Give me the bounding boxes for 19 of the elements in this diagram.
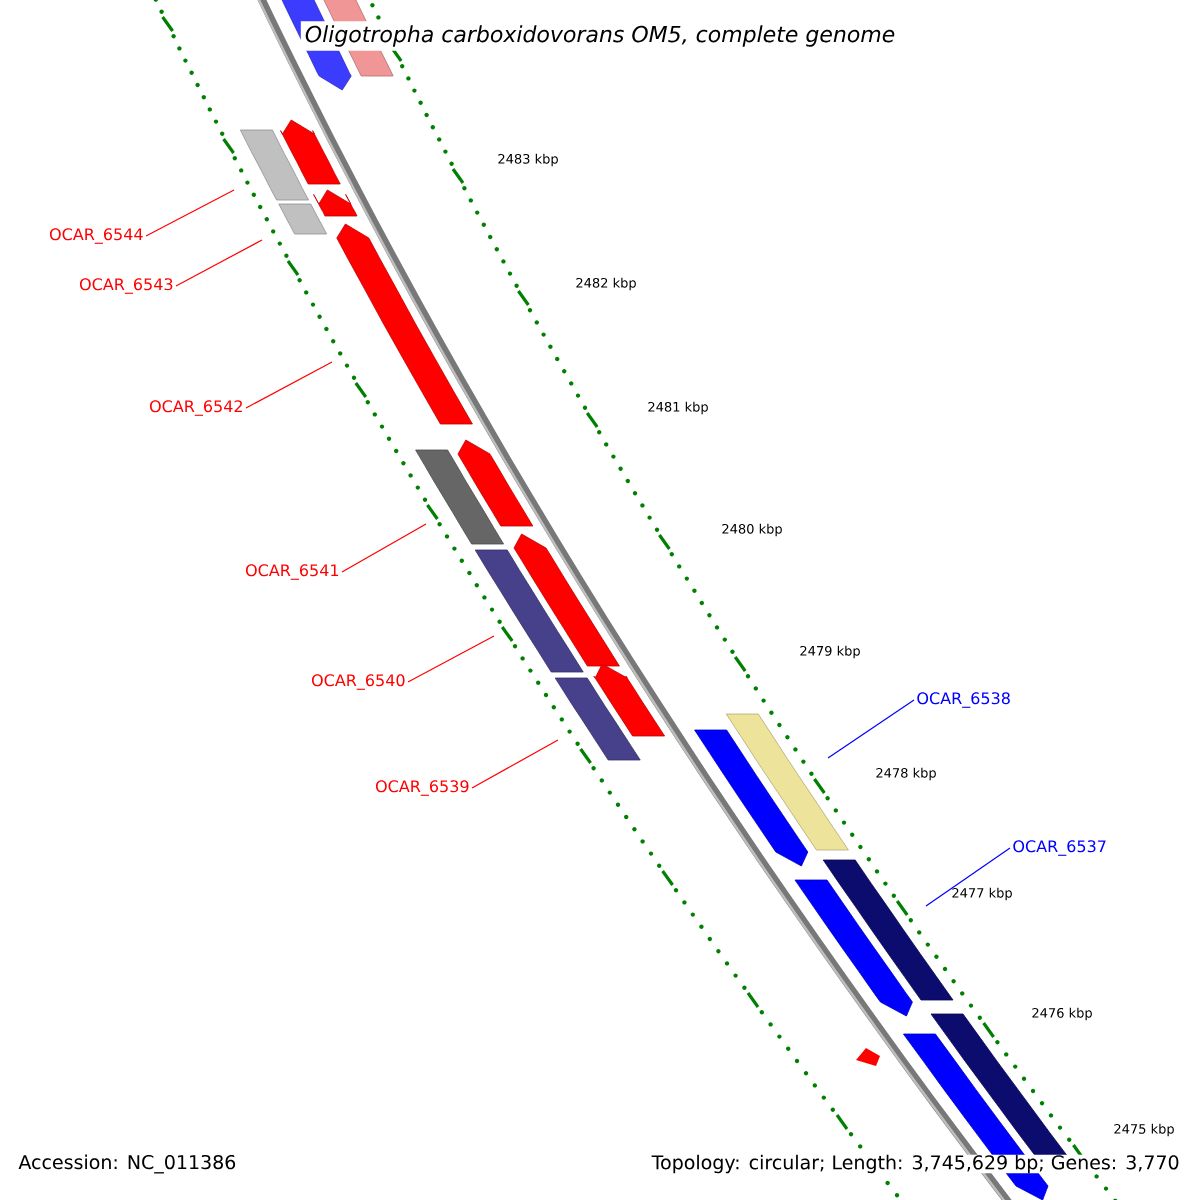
accession-text: Accession: NC_011386 bbox=[18, 1154, 236, 1174]
gene-label: OCAR_6541 bbox=[245, 564, 339, 580]
gene-label: OCAR_6537 bbox=[1013, 840, 1106, 856]
leader-line bbox=[341, 523, 427, 573]
title: Oligotropha carboxidovorans OM5, complete genome bbox=[300, 21, 900, 51]
leader-line bbox=[407, 635, 495, 683]
leader-line bbox=[145, 189, 235, 237]
leader-line bbox=[175, 239, 263, 287]
gene-label: OCAR_6543 bbox=[79, 278, 173, 294]
gene-label: OCAR_6542 bbox=[149, 400, 242, 416]
leader-line bbox=[925, 847, 1011, 907]
leader-line bbox=[827, 699, 915, 759]
gene-label: OCAR_6540 bbox=[311, 674, 405, 690]
gene-label: OCAR_6538 bbox=[917, 692, 1010, 708]
genome-info-text: Topology: circular; Length: 3,745,629 bp; Genes: 3,770 bbox=[651, 1154, 1180, 1174]
leader-line bbox=[471, 739, 559, 789]
gene-label: OCAR_6539 bbox=[375, 780, 469, 796]
gene-label: OCAR_6544 bbox=[49, 228, 143, 244]
leader-line bbox=[245, 361, 333, 409]
